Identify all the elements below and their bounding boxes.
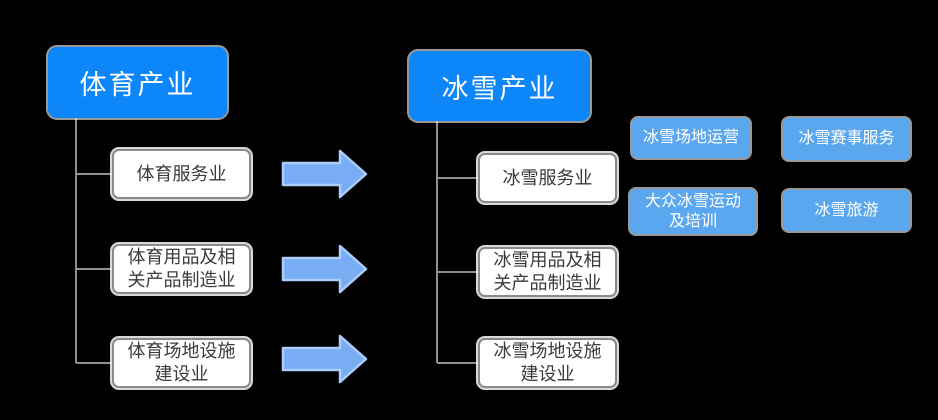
right-arrow-icon: [281, 334, 368, 384]
event-services-segment-box: 冰雪赛事服务: [783, 118, 910, 160]
sports-industry-root-label: 体育产业: [79, 70, 196, 100]
tourism-segment-box: 冰雪旅游: [783, 190, 910, 231]
ice-snow-tree-branch-line: [437, 271, 478, 273]
public-sports-training-segment-label: 大众冰雪运动 及培训: [644, 192, 741, 230]
sports-venue-construction-label: 体育场地设施 建设业: [127, 341, 236, 384]
sports-goods-manufacturing-label: 体育用品及相 关产品制造业: [127, 247, 236, 290]
ice-snow-tree-trunk-line: [436, 121, 438, 363]
sports-tree-branch-line: [76, 173, 112, 175]
sports-tree-branch-line: [76, 362, 112, 364]
venue-operation-segment-label: 冰雪场地运营: [642, 129, 739, 146]
ice-snow-tree-branch-line: [437, 177, 478, 179]
ice-snow-goods-manufacturing-box: 冰雪用品及相 关产品制造业: [478, 247, 617, 297]
right-arrow-icon: [281, 244, 368, 294]
ice-snow-tree-branch-line: [437, 362, 478, 364]
ice-snow-venue-construction-box: 冰雪场地设施 建设业: [478, 338, 617, 388]
sports-tree-trunk-line: [75, 118, 77, 363]
sports-industry-root-box: 体育产业: [48, 47, 227, 118]
event-services-segment-label: 冰雪赛事服务: [798, 130, 895, 147]
public-sports-training-segment-box: 大众冰雪运动 及培训: [630, 189, 756, 234]
ice-snow-services-label: 冰雪服务业: [502, 167, 593, 188]
sports-venue-construction-box: 体育场地设施 建设业: [112, 338, 251, 388]
sports-goods-manufacturing-box: 体育用品及相 关产品制造业: [112, 244, 251, 294]
sports-services-label: 体育服务业: [136, 163, 227, 184]
ice-snow-venue-construction-label: 冰雪场地设施 建设业: [493, 341, 602, 384]
right-arrow-icon: [281, 149, 368, 199]
ice-snow-industry-root-label: 冰雪产业: [441, 73, 558, 104]
tourism-segment-label: 冰雪旅游: [814, 201, 879, 219]
venue-operation-segment-box: 冰雪场地运营: [632, 118, 750, 158]
sports-services-box: 体育服务业: [112, 149, 251, 199]
sports-tree-branch-line: [76, 268, 112, 270]
ice-snow-industry-root-box: 冰雪产业: [409, 51, 590, 121]
ice-snow-services-box: 冰雪服务业: [478, 153, 617, 203]
ice-snow-goods-manufacturing-label: 冰雪用品及相 关产品制造业: [493, 250, 602, 293]
